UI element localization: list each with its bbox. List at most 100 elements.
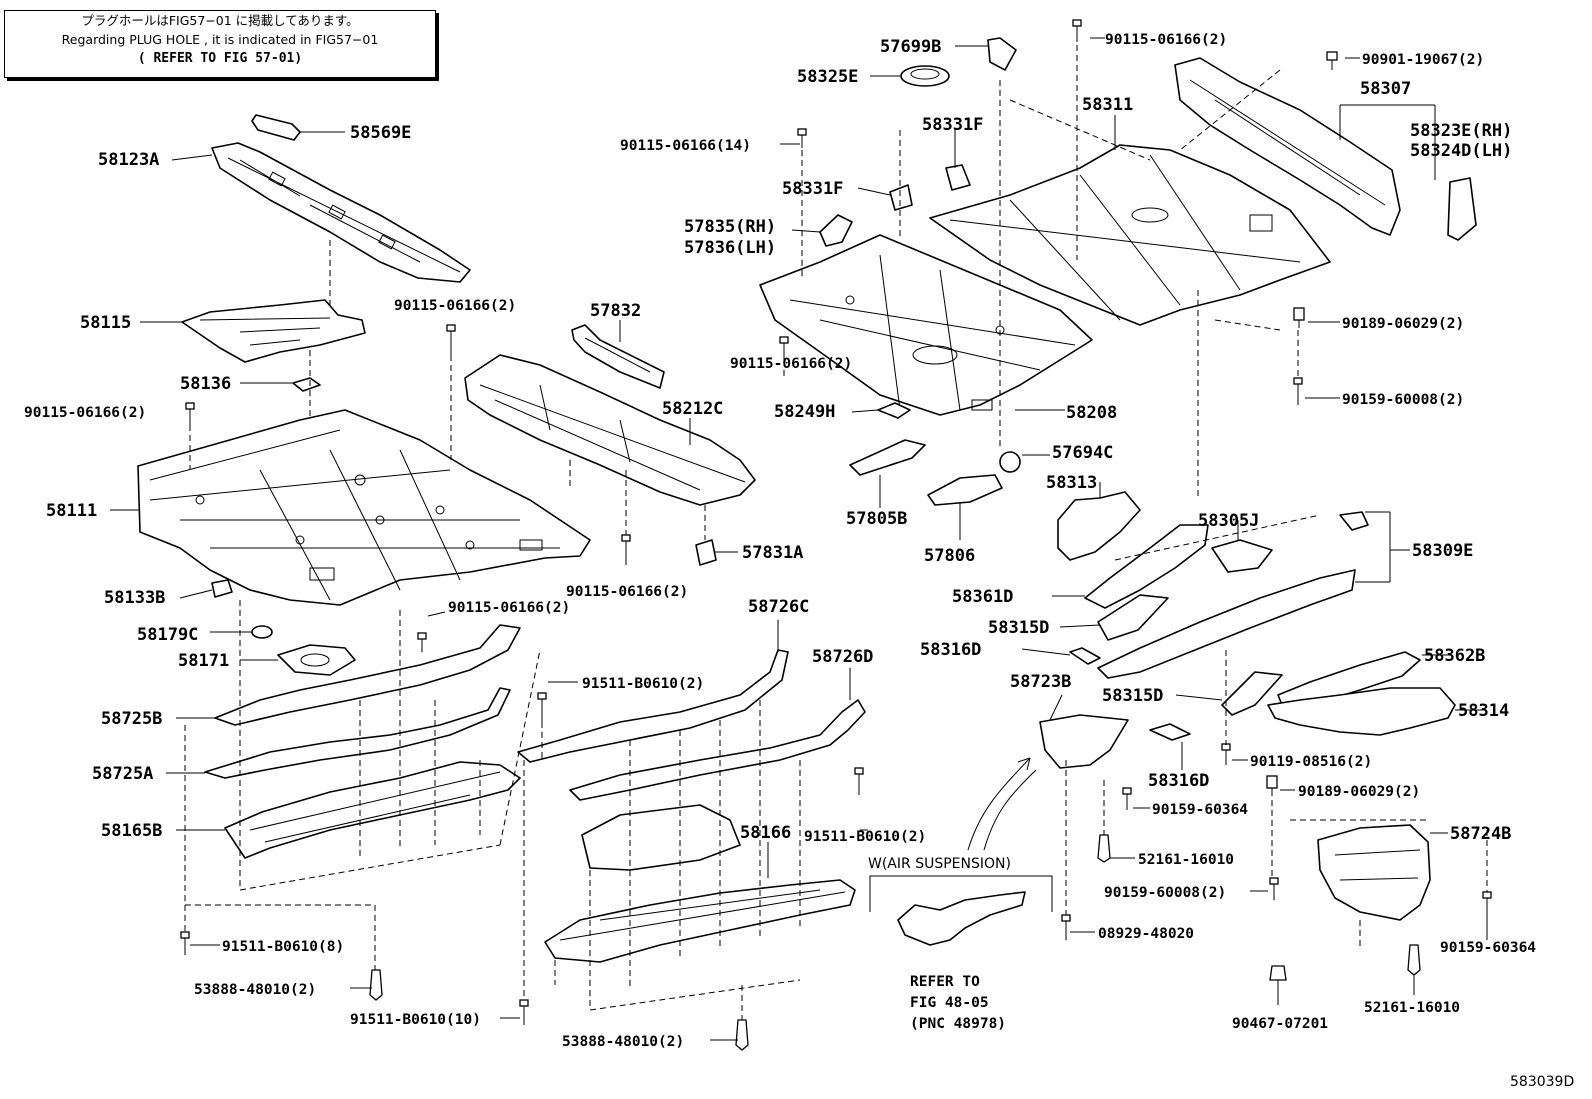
label-58166: 58166 xyxy=(740,823,791,843)
bolt-icon xyxy=(519,999,529,1025)
part-57835-shape xyxy=(819,214,853,247)
plug-hole-note-box: プラグホールはFIG57−01 に掲載してあります。 Regarding PLU… xyxy=(4,10,436,78)
bolt-icon xyxy=(417,632,427,652)
label-58111: 58111 xyxy=(46,501,97,521)
label-58133B: 58133B xyxy=(104,588,165,608)
label-90901-19067-2: 90901-19067(2) xyxy=(1362,52,1484,68)
label-58361D: 58361D xyxy=(952,587,1013,607)
bolt-icon xyxy=(621,534,631,565)
label-90115-06166-2-a: 90115-06166(2) xyxy=(394,298,516,314)
part-58569E-shape xyxy=(251,114,301,141)
label-90159-60008-2-a: 90159-60008(2) xyxy=(1342,392,1464,408)
label-58171: 58171 xyxy=(178,651,229,671)
part-58307-shape xyxy=(1174,57,1401,236)
part-58111-shape xyxy=(137,409,591,606)
part-58325E-shape xyxy=(900,65,950,87)
bolt-icon xyxy=(180,931,190,955)
label-58362B: 58362B xyxy=(1424,646,1485,666)
part-labels: 58569E 58123A 58115 58136 90115-06166(2)… xyxy=(24,32,1574,1090)
label-90115-06166-14: 90115-06166(14) xyxy=(620,138,751,154)
label-58316D-a: 58316D xyxy=(920,640,981,660)
part-58133B-shape xyxy=(211,579,233,598)
part-58316D-upper-shape xyxy=(1069,647,1101,665)
bolt-icon xyxy=(1293,377,1303,405)
part-58309E-shape xyxy=(1097,511,1369,679)
part-58305J-shape xyxy=(1211,539,1273,573)
label-58136: 58136 xyxy=(180,374,231,394)
label-58313: 58313 xyxy=(1046,473,1097,493)
part-57694C-shape xyxy=(999,451,1021,473)
label-58311: 58311 xyxy=(1082,95,1133,115)
part-58136-shape xyxy=(292,377,321,392)
label-58569E: 58569E xyxy=(350,123,411,143)
bolt-icon xyxy=(1326,51,1338,70)
label-58314: 58314 xyxy=(1458,701,1509,721)
air-suspension-part-shape xyxy=(897,891,1026,946)
assembly-dashed-lines xyxy=(184,45,1488,1020)
label-52161-16010-b: 52161-16010 xyxy=(1364,1000,1460,1016)
label-refer-to: REFER TO xyxy=(910,974,980,990)
label-57836-lh: 57836(LH) xyxy=(684,238,776,258)
label-58726D: 58726D xyxy=(812,647,873,667)
label-91511-B0610-2-a: 91511-B0610(2) xyxy=(582,676,704,692)
label-58212C: 58212C xyxy=(662,399,723,419)
label-58726C: 58726C xyxy=(748,597,809,617)
label-58324D-lh: 58324D(LH) xyxy=(1410,141,1512,161)
clip-icon xyxy=(735,1019,749,1051)
label-58123A: 58123A xyxy=(98,150,159,170)
part-58361D-shape xyxy=(1084,524,1209,609)
label-58331F-b: 58331F xyxy=(782,179,843,199)
label-58165B: 58165B xyxy=(101,821,162,841)
bolt-icon xyxy=(797,128,807,148)
bolt-icon xyxy=(537,692,547,722)
bolt-icon xyxy=(1122,787,1132,810)
air-suspension-arrow xyxy=(967,757,1037,851)
part-58316D-lower-shape xyxy=(1149,723,1191,741)
label-90159-60364-a: 90159-60364 xyxy=(1152,802,1248,818)
clip-icon xyxy=(369,969,383,1001)
label-58724B: 58724B xyxy=(1450,824,1511,844)
part-57699B-shape xyxy=(987,37,1017,71)
label-58208: 58208 xyxy=(1066,403,1117,423)
label-91511-B0610-2-b: 91511-B0610(2) xyxy=(804,829,926,845)
part-58315D-lower-shape xyxy=(1221,671,1283,716)
bolt-icon xyxy=(1266,775,1278,796)
part-58212C-shape xyxy=(464,354,756,506)
label-90119-08516-2: 90119-08516(2) xyxy=(1250,754,1372,770)
part-58726D-shape xyxy=(569,699,866,801)
label-57806: 57806 xyxy=(924,546,975,566)
part-58311-shape xyxy=(929,144,1331,326)
part-58724B-shape xyxy=(1317,824,1431,921)
label-58723B: 58723B xyxy=(1010,672,1071,692)
bolt-icon xyxy=(1061,914,1071,940)
label-91511-B0610-10: 91511-B0610(10) xyxy=(350,1012,481,1028)
label-58315D-a: 58315D xyxy=(988,618,1049,638)
label-58725B: 58725B xyxy=(101,709,162,729)
bolt-icon xyxy=(1293,307,1305,328)
label-52161-16010-a: 52161-16010 xyxy=(1138,852,1234,868)
part-58249H-shape xyxy=(877,402,911,419)
part-58723B-shape xyxy=(1039,714,1129,769)
label-57832: 57832 xyxy=(590,301,641,321)
label-refer-fig: FIG 48-05 xyxy=(910,995,989,1011)
label-58316D-b: 58316D xyxy=(1148,771,1209,791)
label-90115-06166-2-e: 90115-06166(2) xyxy=(730,356,852,372)
part-58314-shape xyxy=(1267,687,1456,736)
figure-id: 583039D xyxy=(1510,1074,1574,1090)
label-58249H: 58249H xyxy=(774,402,835,422)
part-57831A-shape xyxy=(695,539,717,566)
part-58725B-shape xyxy=(214,624,521,726)
label-90115-06166-2-top: 90115-06166(2) xyxy=(1105,32,1227,48)
part-58331F-upper-shape xyxy=(945,164,971,191)
label-58331F-a: 58331F xyxy=(922,115,983,135)
part-58171-shape xyxy=(277,644,356,676)
clip-icon xyxy=(1269,965,1287,981)
label-53888-48010-2-b: 53888-48010(2) xyxy=(562,1034,684,1050)
bolt-icon xyxy=(446,324,456,355)
label-58307: 58307 xyxy=(1360,79,1411,99)
part-58323E-shape xyxy=(1447,177,1477,241)
label-57805B: 57805B xyxy=(846,509,907,529)
clip-icon xyxy=(1407,944,1421,976)
label-53888-48010-2-a: 53888-48010(2) xyxy=(194,982,316,998)
